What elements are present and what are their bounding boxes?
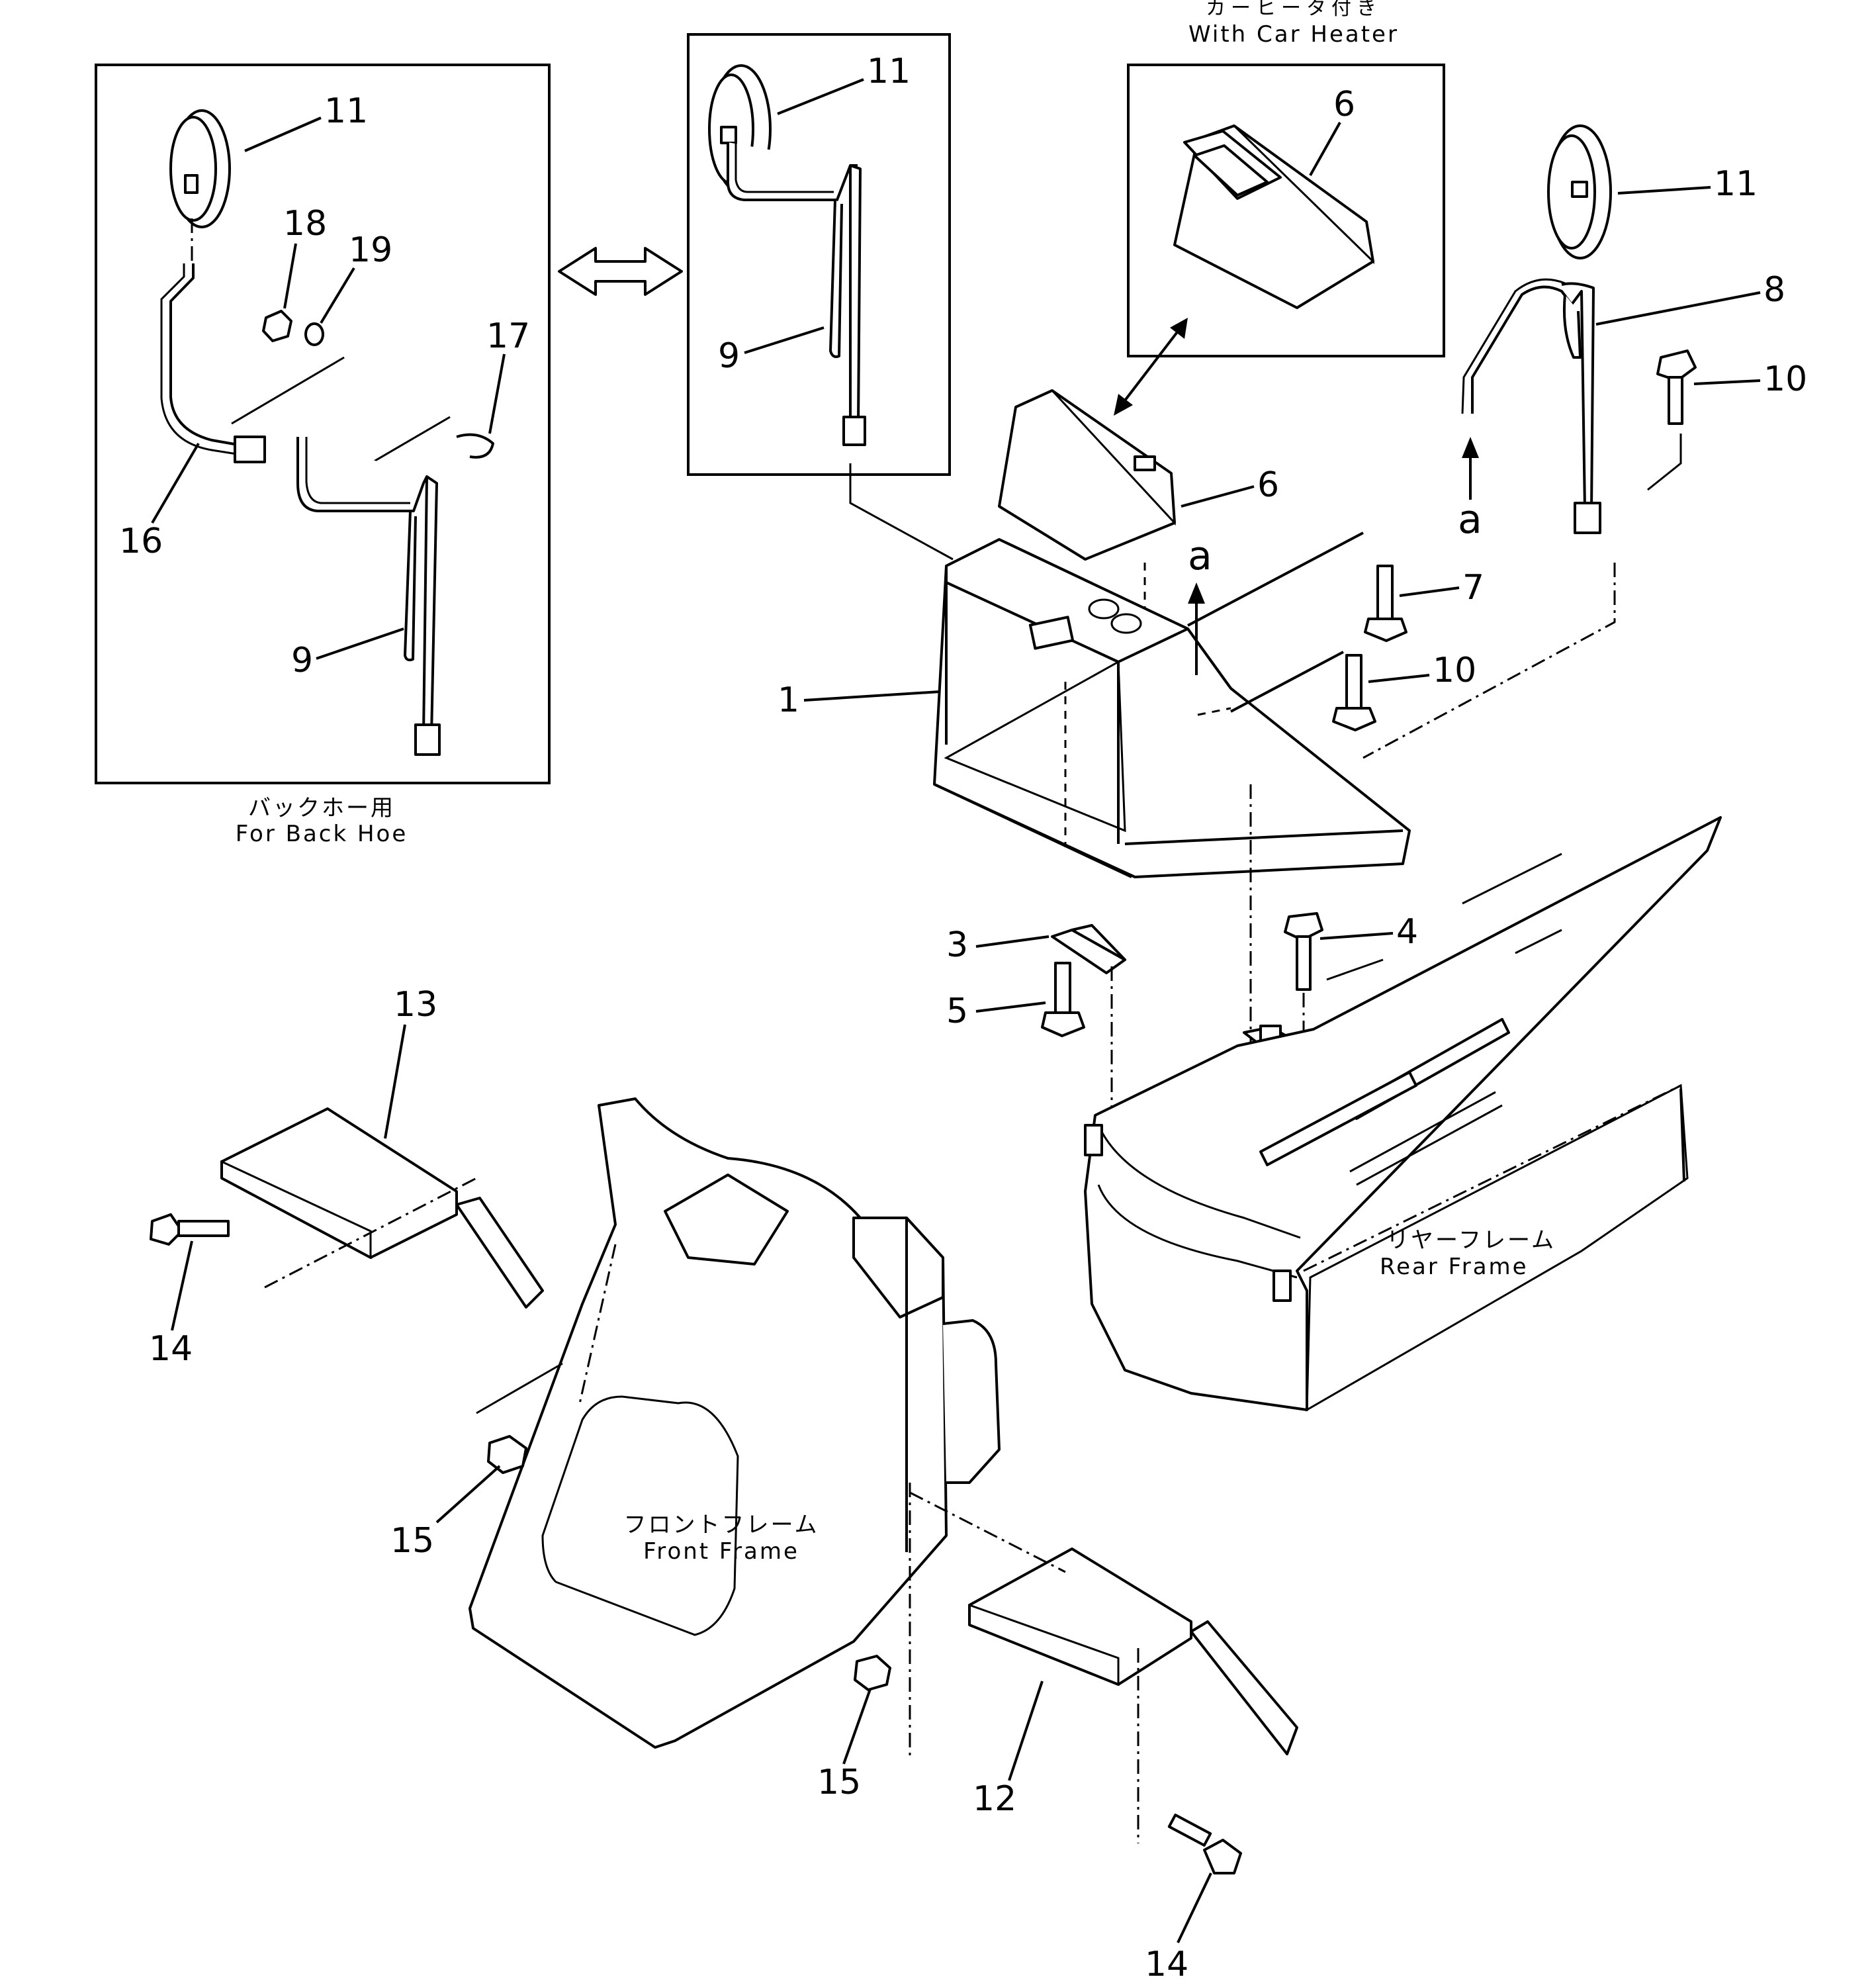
heater-cover-icon bbox=[1173, 124, 1375, 309]
callout-6-main: 6 bbox=[1257, 465, 1279, 505]
right-mirror-assembly: 11 8 a 10 bbox=[1458, 124, 1807, 543]
bolt-4-icon bbox=[1284, 912, 1323, 991]
bolt-14-lower-icon bbox=[1167, 1814, 1242, 1874]
car-heater-caption-jp: カーヒータ付き bbox=[1206, 0, 1382, 20]
callout-8: 8 bbox=[1764, 270, 1785, 310]
front-frame-icon bbox=[469, 1097, 1001, 1761]
cover-part-6-icon bbox=[998, 389, 1176, 561]
leader-line bbox=[849, 463, 954, 561]
car-heater-inset: カーヒータ付き With Car Heater 6 bbox=[1127, 0, 1445, 357]
step-12-icon bbox=[968, 1547, 1298, 1755]
bracket-3-icon bbox=[1051, 924, 1126, 974]
double-arrow-diagonal-icon bbox=[1114, 318, 1188, 416]
callout-9-standard: 9 bbox=[718, 336, 740, 376]
callout-7: 7 bbox=[1462, 568, 1484, 608]
mirror-stay-icon bbox=[169, 263, 239, 446]
callout-12: 12 bbox=[973, 1779, 1016, 1819]
u-bolt-icon bbox=[456, 433, 494, 459]
callout-15-lower: 15 bbox=[817, 1763, 861, 1802]
mirror-stay-9-icon bbox=[296, 437, 428, 512]
standard-mirror-inset-frame bbox=[687, 33, 951, 476]
step-13-icon bbox=[220, 1107, 544, 1309]
callout-4: 4 bbox=[1396, 912, 1418, 952]
callout-5-upper: 5 bbox=[946, 992, 968, 1031]
mirror-stay-9-icon bbox=[727, 142, 858, 201]
callout-14-upper: 14 bbox=[149, 1329, 193, 1369]
callout-9-inset: 9 bbox=[291, 641, 313, 680]
back-hoe-caption-jp: バックホー用 bbox=[248, 795, 395, 821]
stay-plate-icon bbox=[234, 436, 266, 463]
bolt-5-upper-icon bbox=[1041, 962, 1085, 1037]
double-arrow-icon bbox=[558, 247, 683, 296]
callout-11-inset: 11 bbox=[324, 91, 368, 131]
standard-mirror-inset: 11 9 bbox=[687, 33, 951, 476]
callout-15-left: 15 bbox=[390, 1521, 434, 1561]
callout-3: 3 bbox=[946, 925, 968, 965]
back-hoe-inset: 11 18 19 17 16 9 バックホー用 For Back Hoe bbox=[95, 64, 551, 847]
main-box-part-1-icon bbox=[933, 538, 1411, 878]
rear-frame-caption-jp: リヤーフレーム bbox=[1386, 1227, 1556, 1254]
callout-1: 1 bbox=[778, 680, 799, 720]
front-frame-caption-jp: フロントフレーム bbox=[624, 1512, 819, 1538]
rear-frame-caption-en: Rear Frame bbox=[1380, 1254, 1529, 1280]
callout-18: 18 bbox=[283, 204, 327, 244]
marker-a-right: a bbox=[1458, 496, 1482, 543]
callout-13: 13 bbox=[394, 985, 437, 1025]
back-hoe-inset-frame bbox=[95, 64, 551, 784]
mirror-head-icon bbox=[169, 109, 231, 228]
callout-6-heater: 6 bbox=[1333, 85, 1355, 124]
leader-line bbox=[1362, 563, 1616, 759]
callout-11-right: 11 bbox=[1714, 164, 1758, 204]
rear-frame-icon bbox=[1084, 816, 1722, 1412]
callout-16: 16 bbox=[119, 522, 163, 561]
marker-a-main: a bbox=[1188, 533, 1212, 579]
washer-icon bbox=[304, 322, 324, 346]
nut-icon bbox=[262, 310, 292, 342]
bolt-7-icon bbox=[1364, 565, 1407, 642]
arrow-up-icon bbox=[1188, 582, 1205, 604]
front-frame-caption-en: Front Frame bbox=[643, 1538, 799, 1565]
callout-14-lower: 14 bbox=[1145, 1945, 1188, 1984]
callout-11-standard: 11 bbox=[867, 52, 911, 91]
car-heater-caption-en: With Car Heater bbox=[1188, 21, 1399, 48]
bolt-10-icon bbox=[1332, 654, 1376, 731]
car-heater-inset-frame bbox=[1127, 64, 1445, 357]
callout-17: 17 bbox=[486, 316, 530, 356]
bolt-14-upper-icon bbox=[150, 1213, 230, 1246]
callout-10-right: 10 bbox=[1764, 359, 1807, 399]
bolt-10-icon bbox=[1656, 349, 1697, 425]
nut-15-lower-icon bbox=[854, 1655, 891, 1691]
nut-15-left-icon bbox=[476, 1362, 563, 1474]
callout-10-center: 10 bbox=[1433, 651, 1476, 690]
arrow-up-icon bbox=[1462, 437, 1479, 458]
callout-19: 19 bbox=[349, 230, 392, 270]
back-hoe-caption-en: For Back Hoe bbox=[236, 821, 408, 847]
